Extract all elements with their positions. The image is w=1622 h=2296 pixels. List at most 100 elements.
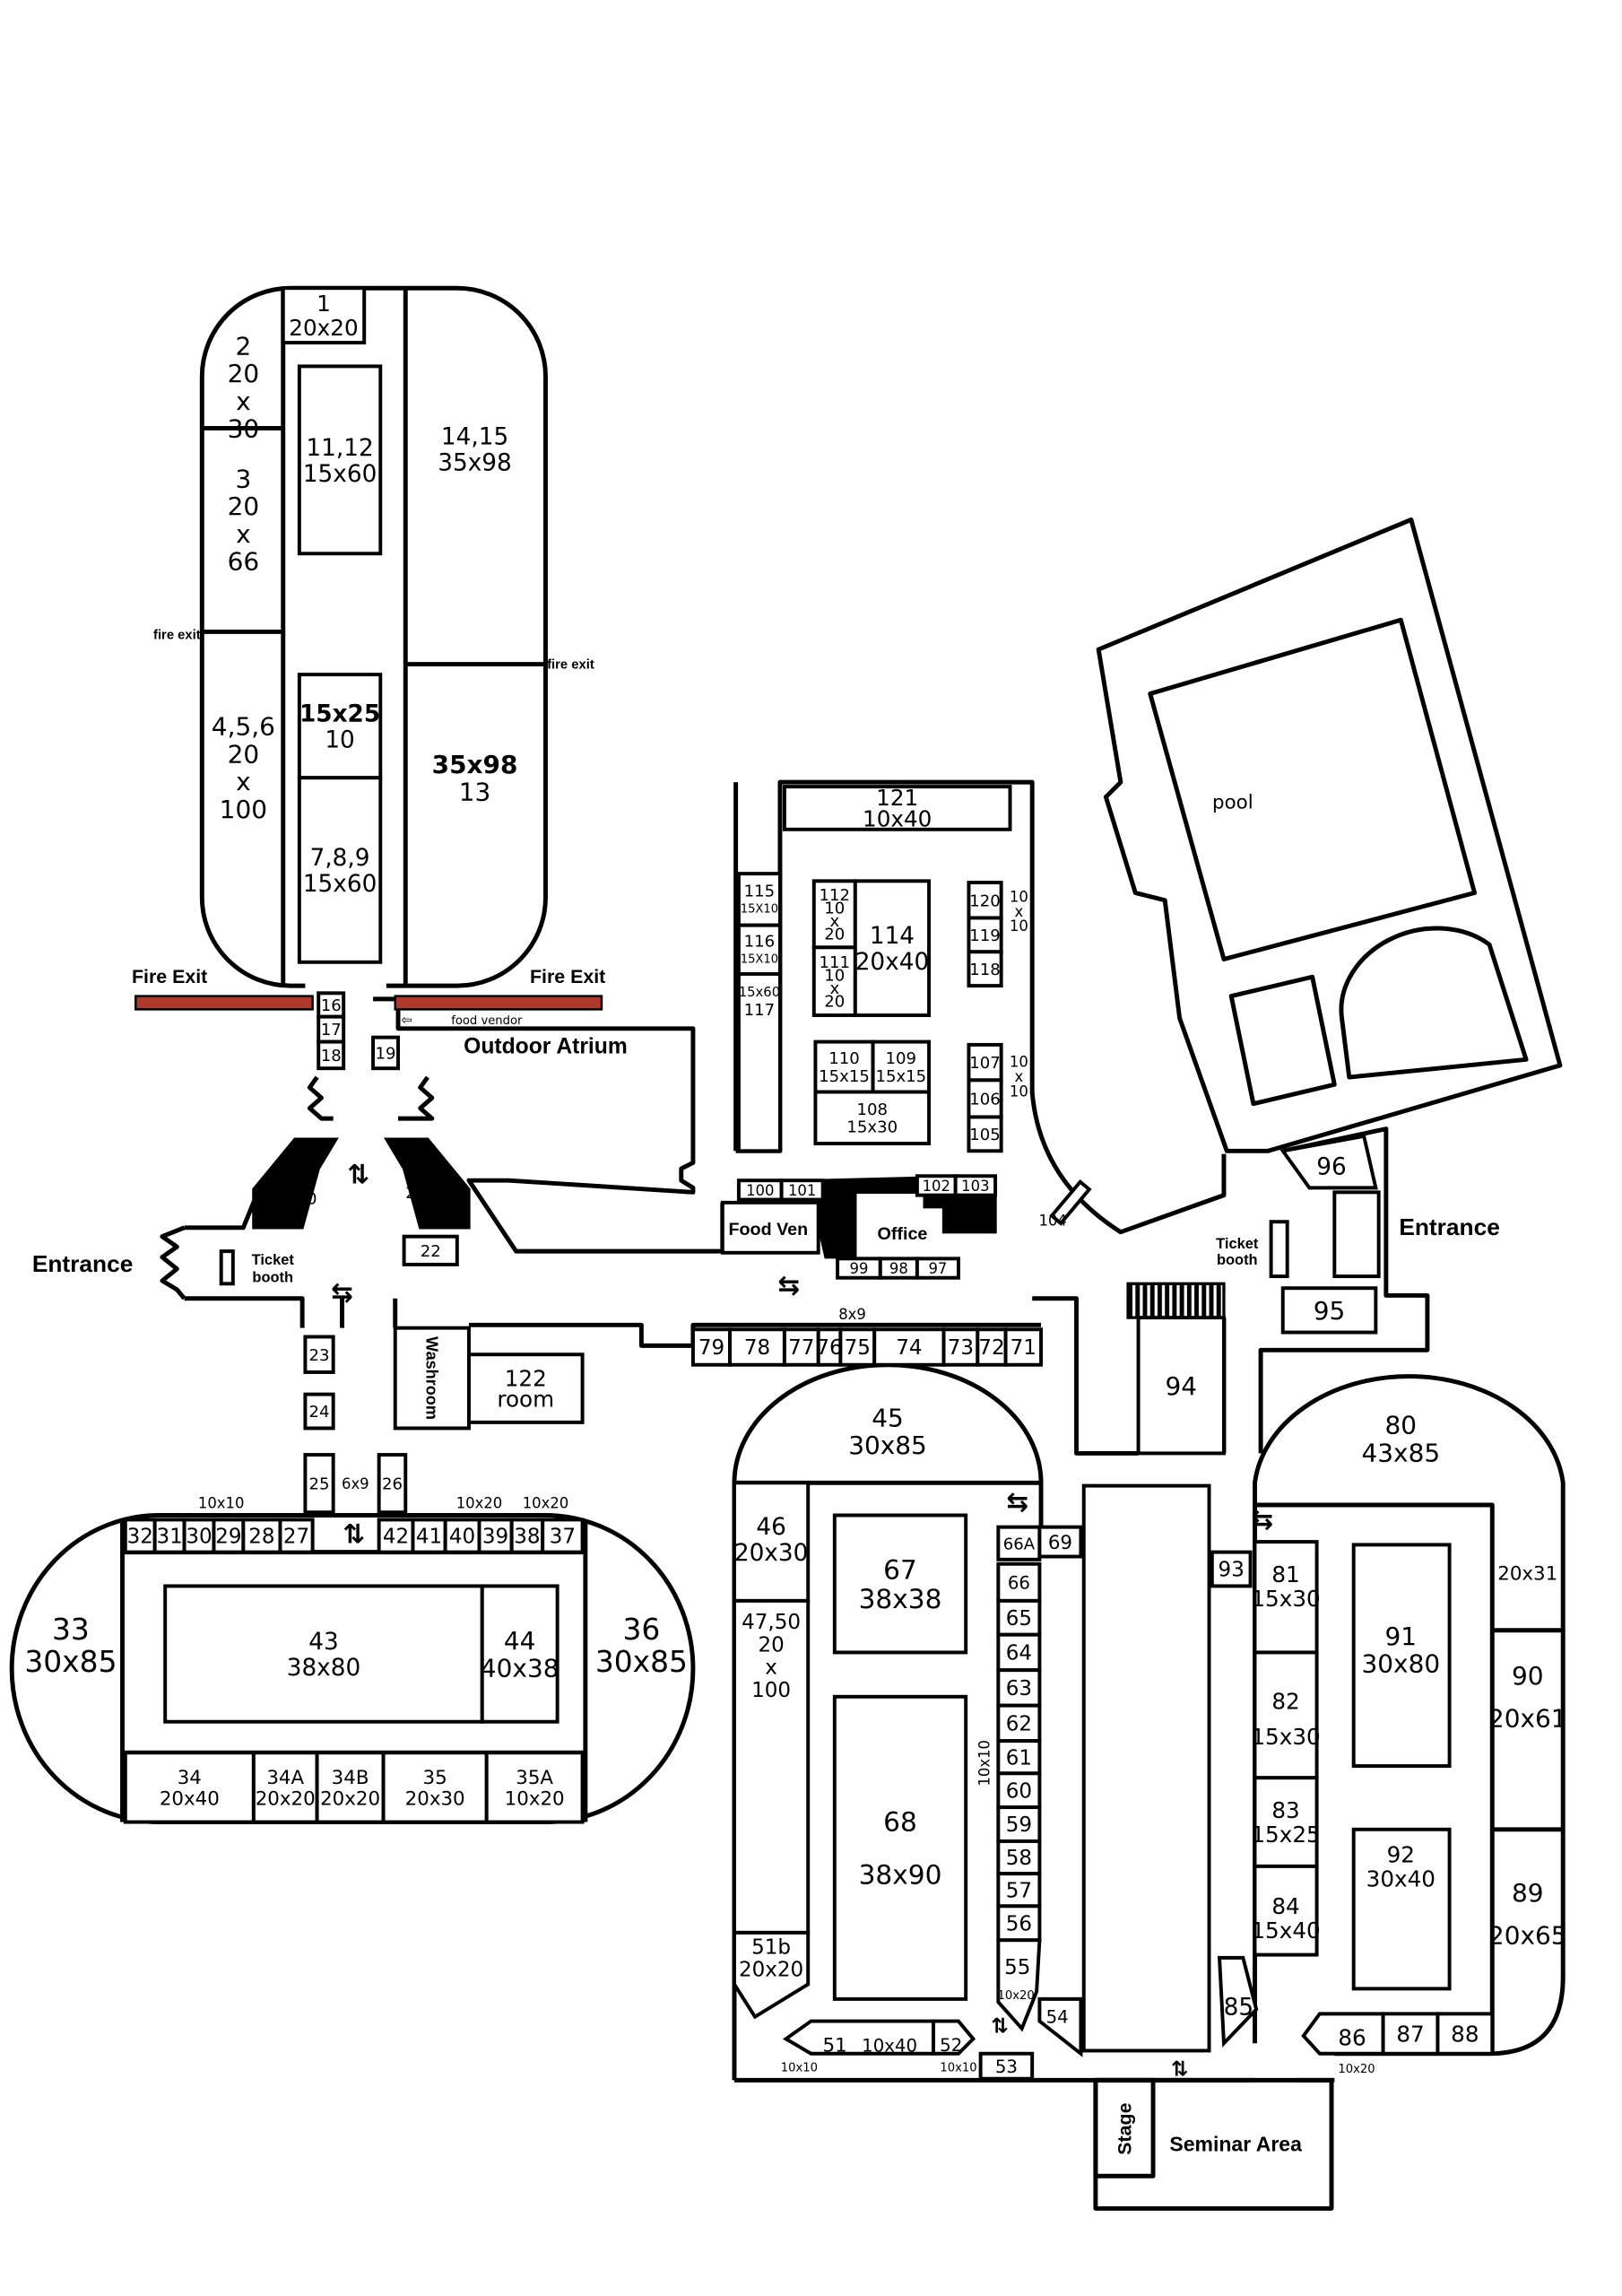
booth-outline[interactable] — [1436, 2012, 1495, 2056]
booth-outline[interactable] — [996, 1739, 1042, 1776]
booth-outline[interactable] — [1301, 2012, 1385, 2056]
booth-outline[interactable] — [1049, 1178, 1092, 1226]
booth-57[interactable]: 57 — [996, 1872, 1042, 1909]
booth-outline[interactable] — [1381, 2012, 1440, 2056]
booth-17[interactable]: 17 — [317, 1014, 346, 1044]
booth-98[interactable]: 98 — [878, 1257, 919, 1280]
booth-outline[interactable] — [996, 1668, 1042, 1708]
booth-outline[interactable] — [996, 1598, 1042, 1637]
booth-61[interactable]: 61 — [996, 1739, 1042, 1776]
booth-outline[interactable] — [813, 1090, 932, 1146]
booth-119[interactable]: 119 — [967, 916, 1003, 954]
booth-outline[interactable] — [1210, 1550, 1253, 1588]
booth-97[interactable]: 97 — [915, 1257, 960, 1280]
booth-56[interactable]: 56 — [996, 1904, 1042, 1943]
booth-outline[interactable] — [1253, 1864, 1319, 1957]
booth-outline[interactable] — [1280, 1286, 1378, 1335]
booth-76[interactable]: 76 — [816, 1327, 843, 1367]
booth-118[interactable]: 118 — [967, 950, 1003, 988]
booth-outline[interactable] — [152, 1518, 186, 1554]
booth-65[interactable]: 65 — [996, 1598, 1042, 1637]
booth-71[interactable]: 71 — [1003, 1327, 1044, 1367]
booth-26[interactable]: 26 — [377, 1453, 408, 1515]
booth-outline[interactable] — [996, 1904, 1042, 1943]
booth-95[interactable]: 95 — [1280, 1286, 1378, 1335]
booth-outline[interactable] — [278, 1518, 315, 1554]
booth-62[interactable]: 62 — [996, 1703, 1042, 1744]
booth-29[interactable]: 29 — [212, 1518, 246, 1554]
booth-64[interactable]: 64 — [996, 1632, 1042, 1673]
booth-outline[interactable] — [123, 1518, 157, 1554]
booth-outline[interactable] — [303, 1335, 335, 1374]
booth-outline[interactable] — [1279, 1134, 1378, 1190]
booth-outline[interactable] — [1351, 1827, 1452, 1991]
booth-54[interactable]: 54 — [1037, 1996, 1083, 2057]
booth-25[interactable]: 25 — [303, 1453, 335, 1515]
booth-outline[interactable] — [733, 1930, 811, 2020]
booth-28[interactable]: 28 — [241, 1518, 282, 1554]
booth-outline[interactable] — [1037, 1525, 1083, 1559]
booth-outline[interactable] — [1351, 1543, 1452, 1769]
booth-93[interactable]: 93 — [1210, 1550, 1253, 1588]
booth-outline[interactable] — [1253, 1650, 1319, 1780]
booth-104[interactable]: 104 — [1039, 1178, 1092, 1230]
booth-38[interactable]: 38 — [509, 1518, 545, 1554]
booth-20[interactable]: 20 — [252, 1137, 339, 1230]
booth-21[interactable]: 21 — [383, 1137, 471, 1230]
booth-outline[interactable] — [996, 1872, 1042, 1909]
booth-outline[interactable] — [996, 1525, 1042, 1561]
booth-85[interactable]: 85 — [1217, 1955, 1259, 2048]
booth-86[interactable]: 86 — [1301, 2012, 1385, 2056]
booth-31[interactable]: 31 — [152, 1518, 186, 1554]
booth-53[interactable]: 53 — [978, 2051, 1035, 2081]
booth-120[interactable]: 120 — [967, 881, 1003, 920]
booth-24[interactable]: 24 — [303, 1392, 335, 1431]
booth-88[interactable]: 88 — [1436, 2012, 1495, 2056]
booth-outline[interactable] — [1253, 1776, 1319, 1868]
booth-outline[interactable] — [832, 1694, 968, 2001]
booth-58[interactable]: 58 — [996, 1839, 1042, 1876]
booth-87[interactable]: 87 — [1381, 2012, 1440, 2056]
booth-outline[interactable] — [996, 1771, 1042, 1810]
booth-outline[interactable] — [779, 1178, 825, 1202]
booth-40[interactable]: 40 — [443, 1518, 481, 1554]
booth-outline[interactable] — [915, 1257, 960, 1280]
booth-outline[interactable] — [297, 673, 383, 780]
booth-66[interactable]: 66 — [996, 1561, 1042, 1603]
booth-outline[interactable] — [1003, 1327, 1044, 1367]
booth-outline[interactable] — [996, 1839, 1042, 1876]
booth-outline[interactable] — [297, 364, 383, 556]
booth-66A[interactable]: 66A — [996, 1525, 1042, 1561]
booth-outline[interactable] — [872, 1327, 946, 1367]
booth-outline[interactable] — [371, 1035, 401, 1071]
booth-42[interactable]: 42 — [377, 1518, 415, 1554]
booth-outline[interactable] — [832, 1513, 968, 1655]
booth-78[interactable]: 78 — [728, 1327, 786, 1367]
booth-79[interactable]: 79 — [690, 1327, 733, 1367]
booth-outline[interactable] — [411, 1518, 447, 1554]
booth-outline[interactable] — [736, 971, 782, 1153]
booth-outline[interactable] — [303, 1392, 335, 1431]
booth-105[interactable]: 105 — [967, 1115, 1003, 1153]
booth-22[interactable]: 22 — [402, 1234, 459, 1266]
booth-outline[interactable] — [782, 785, 1012, 831]
booth-outline[interactable] — [967, 950, 1003, 988]
